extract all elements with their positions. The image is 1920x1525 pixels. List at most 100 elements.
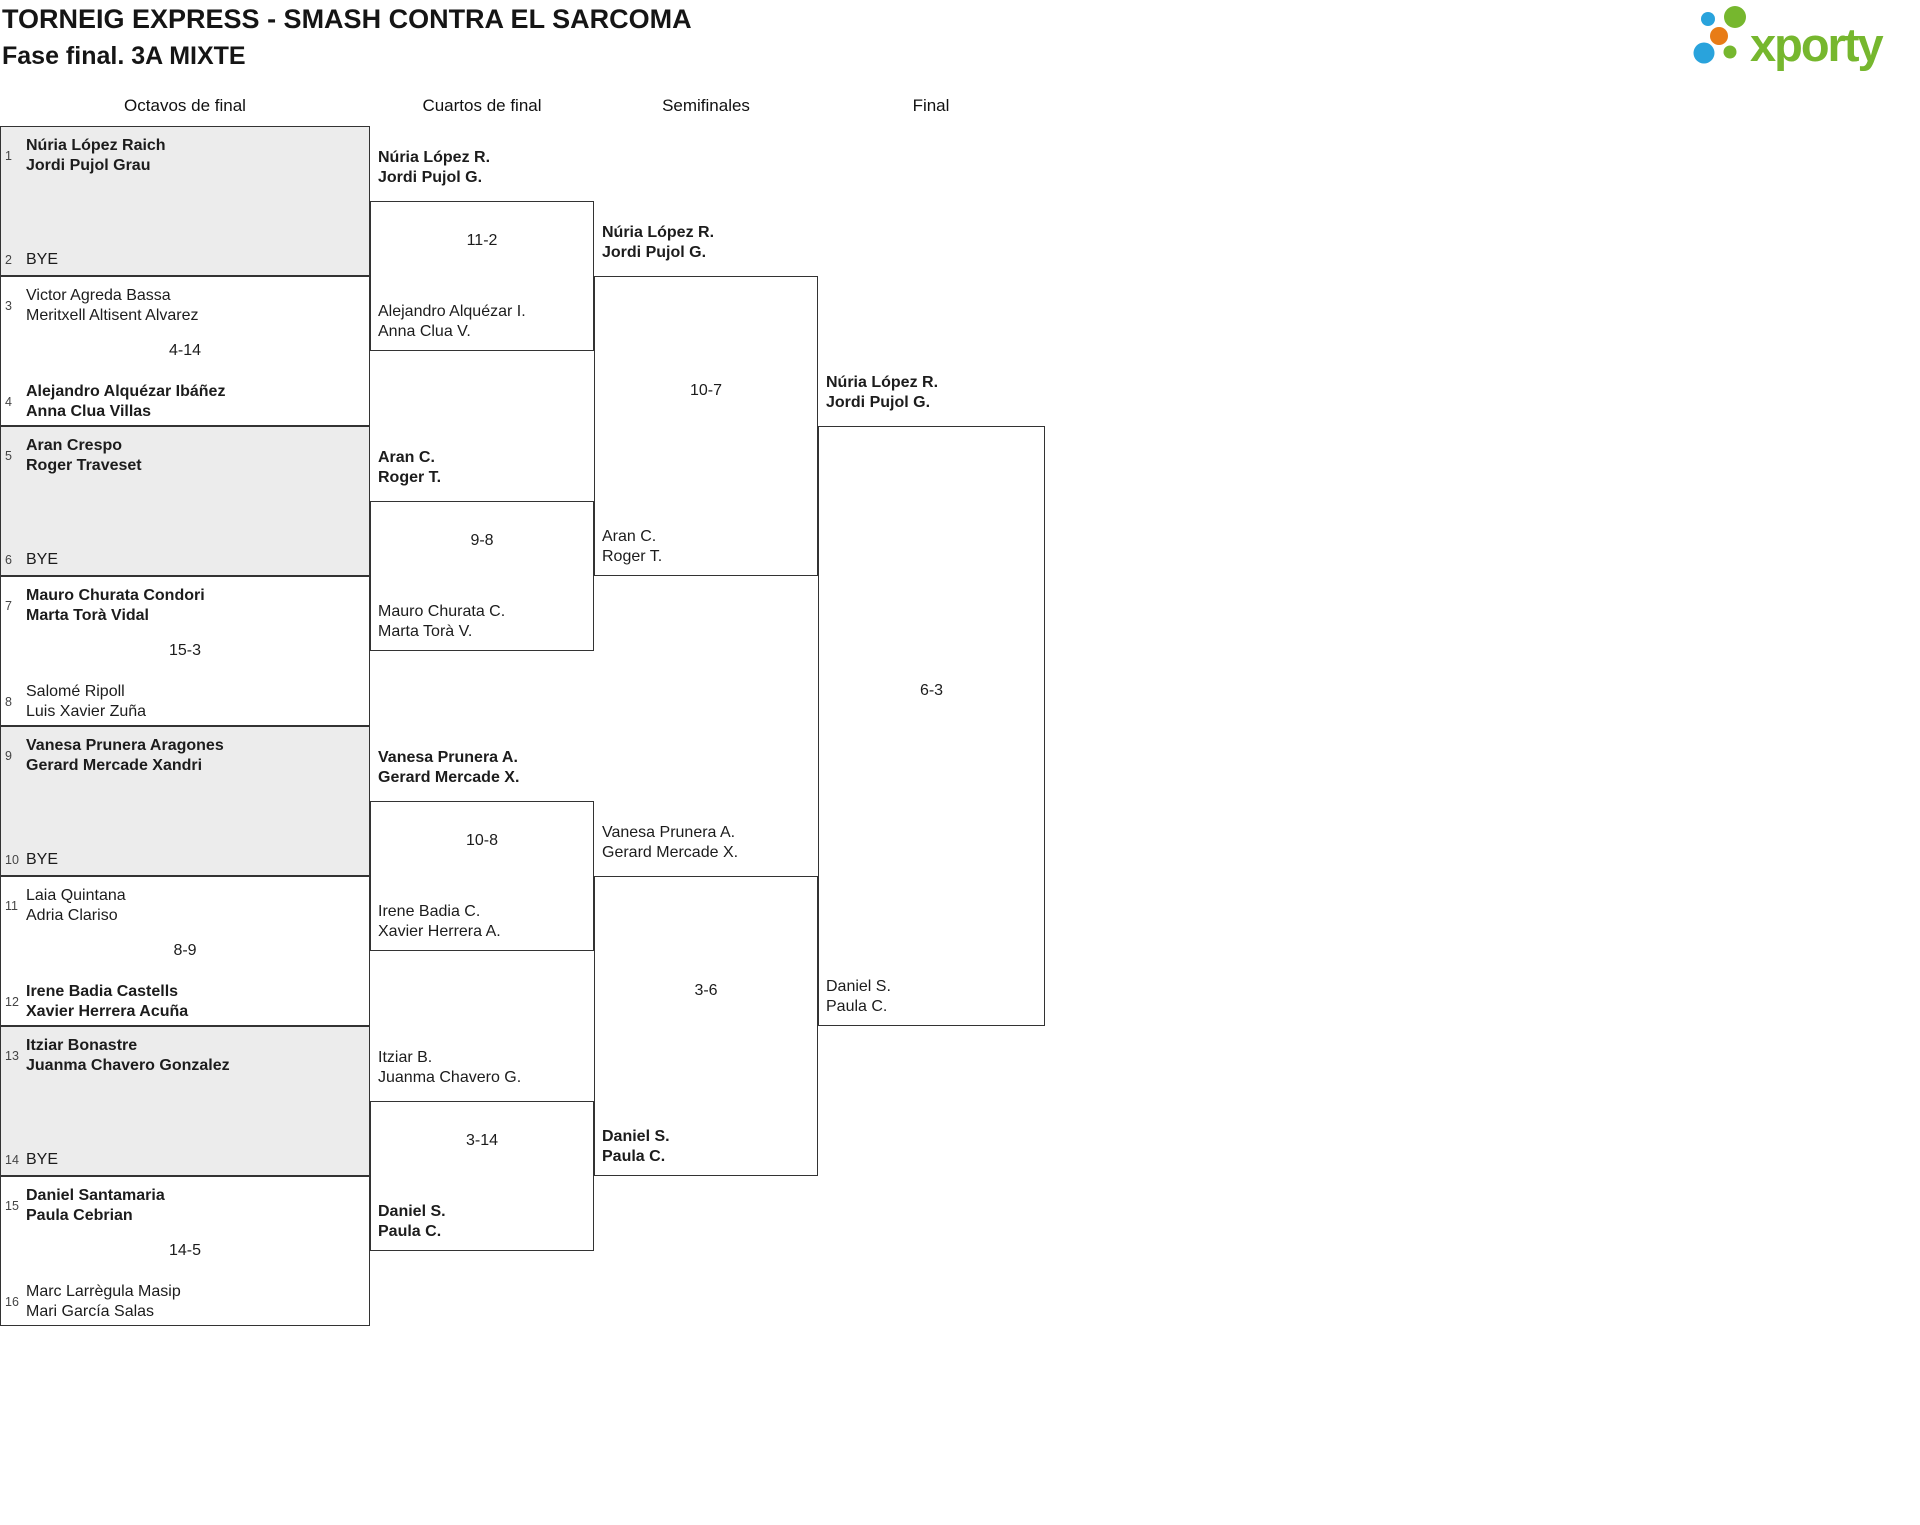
seed-number: 16 <box>5 1295 19 1309</box>
team-names: BYE <box>26 1150 58 1170</box>
seed-number: 9 <box>5 749 12 763</box>
octavos-match-4-box <box>0 576 370 726</box>
octavos-match-1-box <box>0 126 370 276</box>
player-name: Juanma Chavero Gonzalez <box>26 1057 230 1074</box>
player-name: Paula C. <box>378 1223 442 1240</box>
semifinales-match-1-team-top: Núria López R. Jordi Pujol G. <box>602 223 714 263</box>
seed-number: 7 <box>5 599 12 613</box>
player-name: Gerard Mercade X. <box>602 844 739 861</box>
seed-number: 8 <box>5 695 12 709</box>
octavos-match-2-box <box>0 276 370 426</box>
page-subtitle: Fase final. 3A MIXTE <box>2 42 246 70</box>
seed-number: 6 <box>5 553 12 567</box>
player-name: Aran C. <box>378 449 435 466</box>
round-header-1: Octavos de final <box>124 96 246 115</box>
player-name: Marc Larrègula Masip <box>26 1283 181 1300</box>
player-name: Aran C. <box>602 528 657 545</box>
seed-number: 13 <box>5 1049 19 1063</box>
octavos-match-7-box <box>0 1026 370 1176</box>
cuartos-match-4-team-top: Itziar B. Juanma Chavero G. <box>378 1048 521 1088</box>
player-name: Laia Quintana <box>26 887 126 904</box>
player-name: Paula C. <box>826 998 888 1015</box>
player-name: Daniel S. <box>378 1203 446 1220</box>
cuartos-match-3-score: 10-8 <box>465 832 499 849</box>
cuartos-match-4-team-bottom: Daniel S. Paula C. <box>378 1202 446 1242</box>
xporty-logo[interactable]: xporty <box>1668 0 1918 78</box>
octavos-match-2-score: 4-14 <box>168 342 202 359</box>
player-name: Irene Badia Castells <box>26 983 179 1000</box>
player-name: Itziar B. <box>378 1049 433 1066</box>
cuartos-match-2-team-bottom: Mauro Churata C.Marta Torà V. <box>378 602 505 642</box>
octavos-match-6-box <box>0 876 370 1026</box>
player-name: BYE <box>26 851 59 868</box>
semifinales-match-1-box <box>594 276 818 576</box>
player-name: Marta Torà V. <box>378 623 473 640</box>
semifinales-match-2-team-bottom: Daniel S. Paula C. <box>602 1127 670 1167</box>
player-name: Vanesa Prunera A. <box>378 749 518 766</box>
player-name: Paula C. <box>602 1148 666 1165</box>
player-name: Marta Torà Vidal <box>26 607 149 624</box>
seed-number: 4 <box>5 395 12 409</box>
octavos-team-10: 10 BYE <box>5 850 365 870</box>
player-name: Núria López R. <box>826 374 939 391</box>
cuartos-match-3-box <box>370 801 594 951</box>
player-name: Mari García Salas <box>26 1303 155 1320</box>
seed-number: 1 <box>5 149 12 163</box>
player-name: Gerard Mercade Xandri <box>26 757 203 774</box>
xporty-logo-text: xporty <box>1750 18 1884 71</box>
player-name: Juanma Chavero G. <box>378 1069 522 1086</box>
player-name: Núria López Raich <box>26 137 166 154</box>
seed-number: 11 <box>5 899 18 913</box>
player-name: BYE <box>26 1151 59 1168</box>
logo-dot-green <box>1723 45 1737 59</box>
player-name: Meritxell Altisent Alvarez <box>26 307 199 324</box>
player-name: Vanesa Prunera A. <box>602 824 736 841</box>
player-name: Luis Xavier Zuña <box>26 703 147 720</box>
team-names: BYE <box>26 550 58 570</box>
player-name: Anna Clua V. <box>378 323 471 340</box>
player-name: Jordi Pujol G. <box>378 169 483 186</box>
final-match-1-score: 6-3 <box>919 682 944 699</box>
cuartos-match-3-team-top: Vanesa Prunera A.Gerard Mercade X. <box>378 748 519 788</box>
player-name: Xavier Herrera A. <box>378 923 501 940</box>
player-name: Jordi Pujol G. <box>602 244 707 261</box>
player-name: Daniel S. <box>602 1128 670 1145</box>
seed-number: 12 <box>5 995 19 1009</box>
semifinales-match-2-team-top: Vanesa Prunera A. Gerard Mercade X. <box>602 823 738 863</box>
player-name: Aran Crespo <box>26 437 123 454</box>
player-name: Roger T. <box>378 469 442 486</box>
seed-number: 10 <box>5 853 19 867</box>
xporty-logo-dots <box>1693 6 1746 64</box>
player-name: Salomé Ripoll <box>26 683 125 700</box>
player-name: Daniel S. <box>826 978 891 995</box>
player-name: Jordi Pujol Grau <box>26 157 151 174</box>
logo-dot-blue <box>1701 12 1715 26</box>
player-name: Mauro Churata Condori <box>26 587 205 604</box>
final-match-1-box <box>818 426 1045 1026</box>
logo-dot-orange <box>1710 27 1728 45</box>
player-name: Núria López R. <box>602 224 715 241</box>
octavos-match-8-score: 14-5 <box>168 1242 202 1259</box>
seed-number: 5 <box>5 449 12 463</box>
player-name: Roger Traveset <box>26 457 142 474</box>
round-header-2: Cuartos de final <box>422 96 542 115</box>
cuartos-match-1-box <box>370 201 594 351</box>
octavos-match-8-box <box>0 1176 370 1326</box>
octavos-match-4-score: 15-3 <box>168 642 202 659</box>
logo-dot-blue <box>1693 42 1715 64</box>
cuartos-match-1-score: 11-2 <box>466 232 498 249</box>
